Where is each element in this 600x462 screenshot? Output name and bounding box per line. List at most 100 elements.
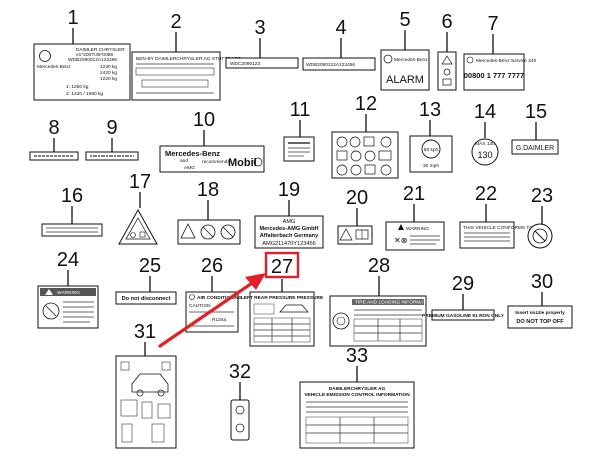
- label-33[interactable]: 33 DAIMLERCHRYSLER AG VEHICLE EMISSION C…: [299, 345, 415, 449]
- label-24-header: [40, 288, 96, 296]
- label-31-box: [161, 361, 171, 371]
- label-19[interactable]: 19 AMG Mercedes-AMG GmbH Affalterbach Ge…: [254, 179, 324, 249]
- label-10-body: [159, 145, 265, 173]
- mercedes-star-icon: [466, 56, 474, 64]
- label-33-table: [305, 416, 409, 444]
- label-21-icons: ✕⊗: [394, 236, 407, 245]
- label-26-text: AIR CONDITIONING: [197, 295, 242, 301]
- symbol-icon: [336, 150, 348, 161]
- label-2-field: [141, 79, 209, 88]
- label-27-text: LEFT REAR PRESSURE PRESSURE: [241, 295, 324, 301]
- label-28[interactable]: 28 TIRE AND LOADING INFORMATION: [329, 255, 435, 347]
- callout-9: 9: [106, 117, 117, 139]
- label-13-body: [409, 135, 453, 173]
- label-19-line-2: Affalterbach Germany: [260, 233, 319, 239]
- label-29-body: [431, 309, 495, 321]
- label-1[interactable]: 1 Mercedes-Benz DAIMLER CHRYSLER e1*2007…: [33, 7, 131, 101]
- label-22[interactable]: 22 THIS VEHICLE CONFORMS TO: [459, 183, 533, 249]
- label-14[interactable]: 14 MAX 130 130: [471, 101, 499, 166]
- label-17[interactable]: 17: [118, 171, 158, 245]
- callout-14: 14: [474, 101, 496, 123]
- warning-triangle-icon: [339, 228, 353, 241]
- label-10[interactable]: 10 Mercedes-Benz and AMG recommends Mobi…: [159, 109, 265, 173]
- label-4[interactable]: 4 WDB2090122A123456: [302, 17, 376, 71]
- label-1-line: WDB2090012A123456: [68, 57, 117, 63]
- label-13[interactable]: 13 50 kph 30 mph: [409, 99, 453, 173]
- callout-24: 24: [57, 249, 79, 271]
- label-27-body: [249, 291, 315, 347]
- label-5-text: Mercedes-Benz: [394, 57, 428, 63]
- label-11[interactable]: 11: [283, 99, 315, 162]
- label-31[interactable]: 31: [115, 321, 177, 449]
- no-child-seat-icon-slash: [534, 230, 546, 242]
- label-21[interactable]: 21 WARNING ✕⊗: [385, 183, 445, 251]
- warning-triangle-icon: [180, 223, 196, 239]
- label-28-header: [352, 299, 424, 305]
- label-24-warning: WARNING: [57, 290, 80, 296]
- label-1-line: 2: 1220 / 1980 kg: [66, 91, 103, 97]
- label-2-body: [131, 51, 221, 101]
- warning-triangle-icon: [125, 217, 151, 240]
- label-26[interactable]: 26 AIR CONDITIONING CAUTION R134a: [185, 255, 242, 333]
- tire-icon-hub: [336, 316, 346, 326]
- label-31-box: [151, 423, 165, 443]
- label-29[interactable]: 29 PREMIUM GASOLINE 91 RON ONLY: [422, 273, 505, 321]
- label-14-word: MAX 130: [475, 141, 495, 147]
- label-15-text: G.DAIMLER: [516, 145, 555, 152]
- label-1-line: 1: 1250 kg: [66, 84, 89, 90]
- label-15[interactable]: 15 G.DAIMLER: [511, 101, 559, 155]
- label-10-and: and: [180, 158, 188, 164]
- mercedes-star-icon: [189, 294, 195, 300]
- warning-triangle-icon: [45, 289, 53, 295]
- symbol-icon: [378, 150, 392, 161]
- label-6[interactable]: 6: [437, 11, 457, 91]
- callout-32: 32: [229, 361, 251, 383]
- label-32[interactable]: 32: [229, 361, 251, 441]
- label-13-speed-1: 50 kph: [424, 147, 439, 153]
- label-18[interactable]: 18: [177, 179, 241, 245]
- callout-25: 25: [139, 255, 161, 277]
- label-32-body: [230, 399, 250, 441]
- label-13-speed-2: 30 mph: [423, 163, 439, 169]
- label-24[interactable]: 24 WARNING: [37, 249, 99, 329]
- label-7-phone: 00800 1 777 7777: [464, 71, 524, 80]
- wheel-icon: [136, 389, 144, 397]
- label-31-box: [120, 399, 138, 417]
- label-5[interactable]: 5 Mercedes-Benz ALARM: [380, 9, 430, 91]
- label-10-amg: AMG: [184, 165, 195, 171]
- label-2[interactable]: 2 BEN-BY DAIMLERCHRYSLER AG STUTTGART: [131, 11, 241, 101]
- label-10-oil-brand: Mobil: [228, 157, 257, 169]
- symbol-icon: [364, 164, 376, 175]
- label-5-body: [380, 49, 430, 91]
- warning-triangle-icon: [398, 224, 404, 230]
- label-12[interactable]: 12: [331, 93, 399, 179]
- label-21-warning: WARNING: [406, 226, 429, 232]
- label-22-text: THIS VEHICLE CONFORMS TO: [463, 225, 533, 231]
- label-7[interactable]: 7 Mercedes-Benz Service 24h 00800 1 777 …: [463, 13, 537, 91]
- symbol-icon: [380, 164, 392, 176]
- label-7-text: Mercedes-Benz Service 24h: [476, 58, 537, 64]
- label-10-brand: Mercedes-Benz: [165, 149, 220, 158]
- label-3[interactable]: 3 WDC2090123: [225, 17, 299, 69]
- callout-16: 16: [61, 185, 83, 207]
- label-25[interactable]: 25 Do not disconnect: [115, 255, 177, 305]
- label-20[interactable]: 20: [337, 187, 373, 245]
- label-26-caution: CAUTION: [189, 303, 211, 309]
- label-23[interactable]: 23: [527, 185, 553, 249]
- label-9[interactable]: 9: [85, 117, 139, 161]
- callout-11: 11: [290, 99, 311, 121]
- symbol-icon: [130, 232, 136, 238]
- label-30[interactable]: 30 Insert nozzle properly DO NOT TOP OFF: [507, 271, 573, 329]
- label-4-text: WDB2090122A123456: [306, 62, 355, 68]
- mercedes-star-icon: [39, 50, 51, 62]
- symbol-icon: [364, 150, 376, 162]
- tire-icon: [332, 312, 350, 330]
- callout-10: 10: [193, 109, 215, 131]
- label-16[interactable]: 16: [41, 185, 103, 237]
- callout-1: 1: [67, 7, 78, 29]
- label-27[interactable]: 27 LEFT REAR PRESSURE PRESSURE: [241, 251, 324, 347]
- label-8[interactable]: 8: [29, 117, 79, 161]
- label-22-body: [459, 221, 515, 249]
- no-tools-icon-slash: [222, 226, 234, 238]
